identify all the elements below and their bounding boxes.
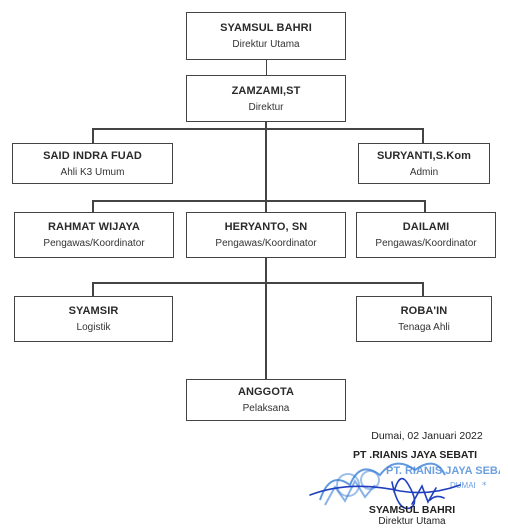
node-role: Pengawas/Koordinator	[43, 238, 145, 249]
signature-company: PT .RIANIS JAYA SEBATI	[352, 449, 478, 461]
signature-name: SYAMSUL BAHRI	[368, 504, 456, 516]
node-syamsir: SYAMSIR Logistik	[14, 296, 173, 342]
connector-line	[92, 282, 423, 284]
node-name: ANGGOTA	[237, 386, 295, 398]
connector-line	[422, 282, 424, 296]
stamp-star: *	[482, 481, 487, 491]
connector-line	[92, 128, 423, 130]
node-zamzami: ZAMZAMI,ST Direktur	[186, 75, 346, 122]
node-dailami: DAILAMI Pengawas/Koordinator	[356, 212, 496, 258]
connector-line	[92, 128, 94, 143]
node-name: RAHMAT WIJAYA	[48, 221, 140, 233]
handwritten-signature	[309, 477, 461, 510]
company-stamp: PT. RIANIS JAYA SEBATI DUMAI *	[309, 462, 500, 510]
connector-line	[266, 60, 267, 75]
node-role: Logistik	[76, 322, 111, 333]
connector-line	[92, 200, 94, 212]
node-role: Direktur	[248, 101, 284, 113]
node-role: Pengawas/Koordinator	[375, 238, 477, 249]
node-name: HERYANTO, SN	[224, 221, 308, 233]
node-heryanto: HERYANTO, SN Pengawas/Koordinator	[186, 212, 346, 258]
node-suryanti: SURYANTI,S.Kom Admin	[358, 143, 490, 184]
stamp-text-top: PT. RIANIS JAYA SEBATI	[386, 465, 500, 477]
connector-line	[92, 200, 425, 202]
stamp-blue-shapes	[319, 462, 446, 506]
node-name: SURYANTI,S.Kom	[376, 149, 472, 162]
node-name: SYAMSUL BAHRI	[220, 22, 312, 34]
node-anggota: ANGGOTA Pelaksana	[186, 379, 346, 421]
signature-title: Direktur Utama	[378, 516, 446, 527]
connector-line	[424, 200, 426, 212]
signature-place-date: Dumai, 02 Januari 2022	[371, 430, 483, 442]
node-role: Pelaksana	[242, 403, 290, 414]
node-name: ZAMZAMI,ST	[231, 84, 301, 97]
node-role: Tenaga Ahli	[398, 322, 450, 333]
connector-line	[422, 128, 424, 143]
node-said-indra-fuad: SAID INDRA FUAD Ahli K3 Umum	[12, 143, 173, 184]
node-rahmat-wijaya: RAHMAT WIJAYA Pengawas/Koordinator	[14, 212, 174, 258]
node-name: SYAMSIR	[68, 305, 119, 317]
node-name: SAID INDRA FUAD	[43, 149, 142, 162]
node-name: ROBA'IN	[400, 305, 448, 317]
node-role: Ahli K3 Umum	[60, 166, 125, 178]
node-role: Direktur Utama	[232, 39, 300, 50]
node-syamsul-bahri: SYAMSUL BAHRI Direktur Utama	[186, 12, 346, 60]
stamp-text-bottom: DUMAI	[450, 481, 476, 490]
node-role: Pengawas/Koordinator	[215, 238, 317, 249]
node-role: Admin	[409, 166, 439, 178]
node-robain: ROBA'IN Tenaga Ahli	[356, 296, 492, 342]
connector-line	[92, 282, 94, 296]
node-name: DAILAMI	[402, 221, 450, 233]
